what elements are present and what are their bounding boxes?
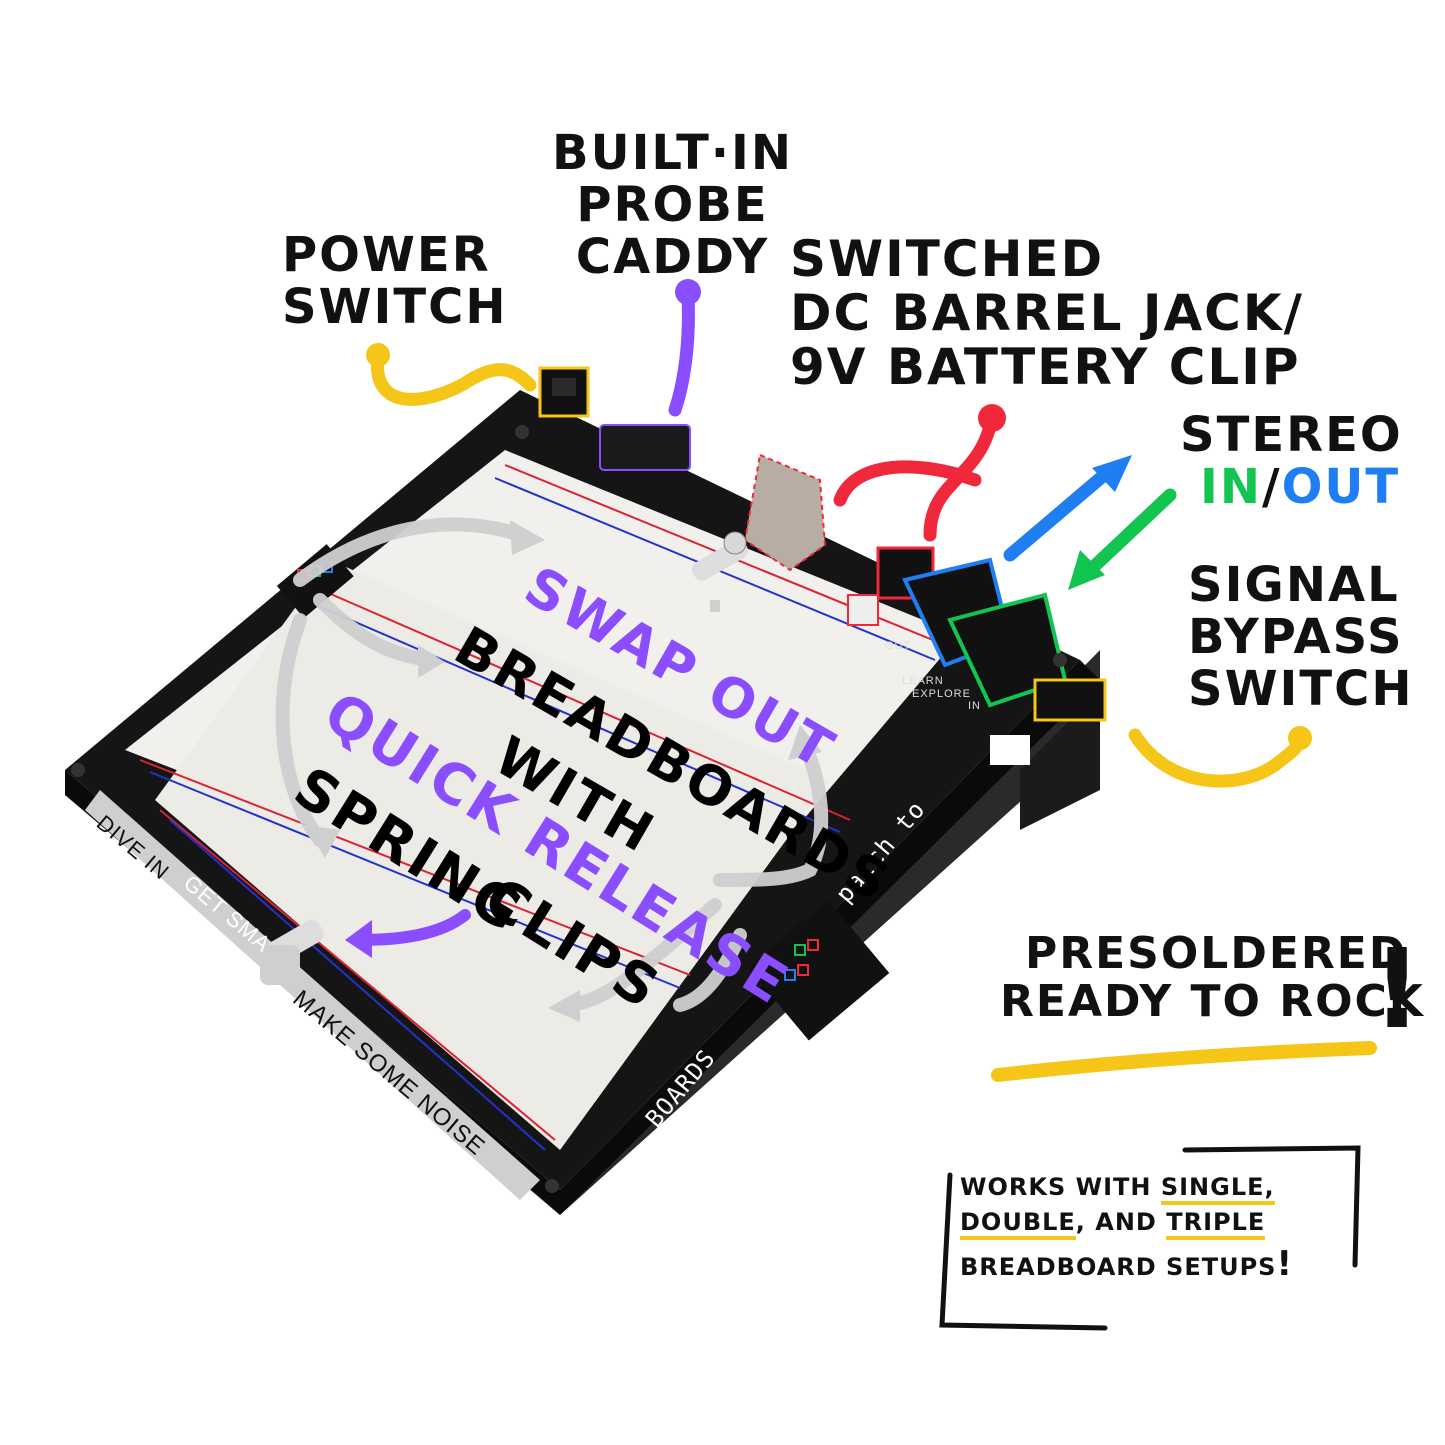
works-line-1: WORKS WITH SINGLE,	[960, 1170, 1293, 1205]
jack-in-label: IN	[968, 700, 981, 712]
stereo-out-arrow	[1003, 463, 1117, 562]
works-setups: BREADBOARD SETUPS	[960, 1252, 1277, 1281]
spring-clip-bottom	[260, 919, 324, 985]
works-prefix: WORKS WITH	[960, 1173, 1161, 1201]
works-bracket	[939, 1172, 1108, 1331]
works-line-3: BREADBOARD SETUPS!	[960, 1240, 1293, 1289]
probe-caddy-annotation: BUILT·IN PROBE CADDY	[552, 125, 794, 285]
works-single: SINGLE,	[1160, 1173, 1275, 1205]
label-strip	[85, 790, 540, 1200]
barrel-jack-line-3: 9V BATTERY CLIP	[790, 338, 1301, 396]
stereo-annotation: STEREO IN/OUT	[1180, 407, 1403, 515]
works-triple: TRIPLE	[1166, 1207, 1266, 1240]
rear-stand	[1020, 690, 1100, 830]
barrel-jack-line-1: SWITCHED	[790, 230, 1105, 288]
presoldered-exclaim: !	[1372, 925, 1425, 1053]
works-and: , AND	[1075, 1207, 1167, 1236]
barrel-jack-line-2: DC BARREL JACK/	[790, 284, 1304, 342]
learn-label: LEARN	[902, 675, 944, 687]
presoldered-line-2: READY TO ROCK	[1000, 975, 1425, 1027]
barrel-jack-annotation: SWITCHED DC BARREL JACK/ 9V BATTERY CLIP	[790, 232, 1304, 394]
quick-release-message: SWAP OUT BREADBOARDS WITH QUICK RELEASE …	[250, 540, 902, 1023]
breadboard-group	[125, 450, 960, 1151]
power-switch-line-1: POWER	[282, 227, 491, 283]
probe-caddy-line-3: CADDY	[575, 228, 770, 285]
bypass-line-3: SWITCH	[1188, 660, 1414, 717]
works-with-note: WORKS WITH SINGLE, DOUBLE, AND TRIPLE BR…	[960, 1170, 1293, 1289]
jack-out-label: OUT	[885, 640, 912, 652]
works-double: DOUBLE	[960, 1207, 1076, 1240]
stereo-in-text: IN	[1200, 458, 1263, 515]
probe-caddy-pointer	[668, 288, 695, 417]
clip-arrow	[354, 909, 471, 946]
header-pins-right	[747, 900, 890, 1041]
works-line-2: DOUBLE, AND TRIPLE	[960, 1205, 1293, 1240]
release-gesture-arrows	[275, 517, 829, 1012]
breadboard-2	[155, 560, 830, 1150]
release-gesture-arrowheads	[305, 520, 822, 1022]
presoldered-line-1: PRESOLDERED	[1025, 928, 1408, 979]
logo-mark	[990, 735, 1030, 765]
spring-clip-top	[691, 531, 749, 581]
power-switch-body	[538, 366, 590, 418]
bypass-annotation: SIGNAL BYPASS SWITCH	[1188, 557, 1414, 717]
presoldered-annotation: PRESOLDERED READY TO ROCK	[1000, 930, 1425, 1025]
bypass-switch-body	[1033, 678, 1107, 722]
probe-caddy-line-1: BUILT·IN	[552, 125, 794, 181]
bypass-line-1: SIGNAL	[1188, 557, 1400, 613]
power-switch-pointer	[370, 348, 537, 406]
power-switch-annotation: POWER SWITCH	[282, 227, 508, 335]
stereo-in-arrow	[1078, 488, 1177, 582]
stereo-out-text: OUT	[1281, 458, 1401, 515]
bypass-line-2: BYPASS	[1188, 608, 1404, 665]
battery-clip	[743, 453, 827, 572]
stereo-sep: /	[1262, 458, 1282, 515]
stereo-in-out: IN/OUT	[1180, 458, 1403, 515]
probe-caddy-line-2: PROBE	[576, 176, 769, 233]
presoldered-underline	[991, 1041, 1377, 1082]
power-switch-line-2: SWITCH	[282, 278, 508, 335]
probe-caddy-module	[599, 424, 691, 471]
stereo-title: STEREO	[1180, 407, 1403, 463]
works-exclaim: !	[1276, 1243, 1293, 1284]
bypass-switch-pointer	[1128, 728, 1307, 788]
explore-label: EXPLORE	[912, 688, 971, 700]
